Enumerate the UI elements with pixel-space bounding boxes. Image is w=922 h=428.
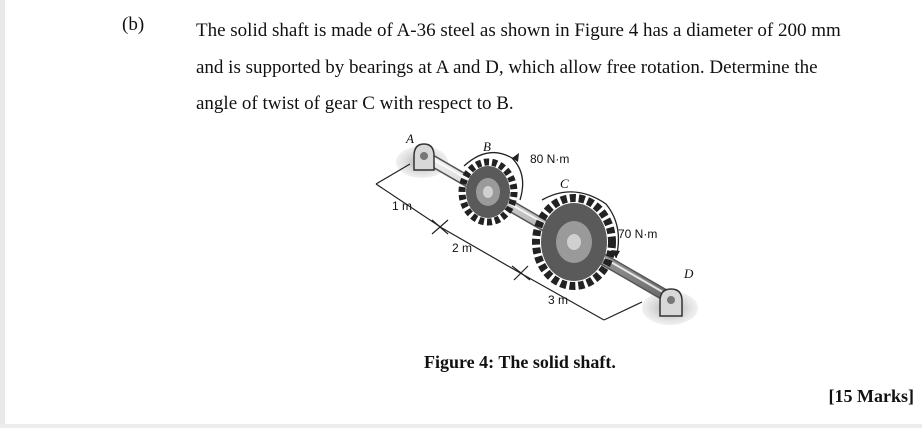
bottom-frame-edge xyxy=(0,424,922,428)
label-c: C xyxy=(560,176,569,191)
shaft-figure: A B C D 80 N·m 70 N·m 1 m 2 m 3 m xyxy=(375,131,698,325)
question-line-3: angle of twist of gear C with respect to… xyxy=(196,93,514,114)
question-line-2: and is supported by bearings at A and D,… xyxy=(196,56,818,78)
figure-caption: Figure 4: The solid shaft. xyxy=(424,352,616,372)
label-d: D xyxy=(683,266,694,281)
label-dim-1: 1 m xyxy=(392,199,412,213)
label-dim-2: 2 m xyxy=(452,241,472,255)
gear-b xyxy=(458,158,518,226)
bearing-a xyxy=(413,143,435,171)
dimension-lines xyxy=(375,163,643,321)
marks-label: [15 Marks] xyxy=(828,386,914,406)
torque-c-arrow xyxy=(541,191,620,259)
bearing-d xyxy=(659,288,683,317)
left-frame-edge xyxy=(0,0,5,428)
label-torque-c: 70 N·m xyxy=(618,227,657,241)
torque-b-arrow xyxy=(463,151,524,201)
question-line-1: The solid shaft is made of A-36 steel as… xyxy=(196,20,841,41)
gear-c xyxy=(532,194,616,290)
question-part-label: (b) xyxy=(122,14,145,35)
label-dim-3: 3 m xyxy=(548,293,568,307)
label-a: A xyxy=(405,131,414,146)
label-torque-b: 80 N·m xyxy=(530,152,569,166)
question-text: The solid shaft is made of A-36 steel as… xyxy=(196,13,920,123)
label-b: B xyxy=(483,139,491,154)
